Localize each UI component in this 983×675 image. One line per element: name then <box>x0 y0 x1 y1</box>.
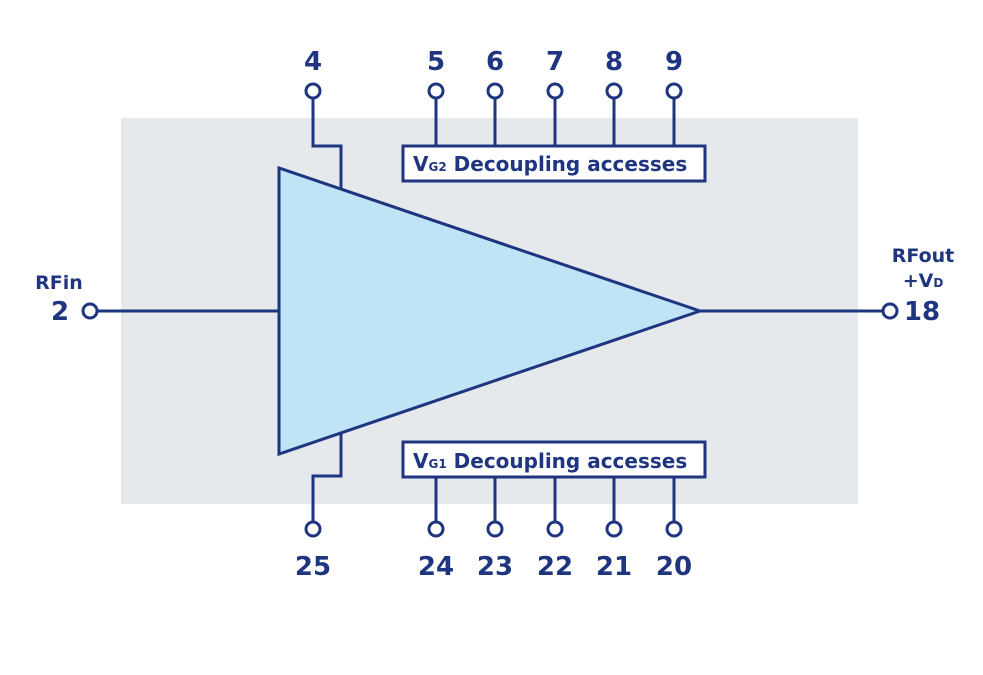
vg1-subscript: G1 <box>428 457 446 471</box>
pin-23-label: 23 <box>477 552 513 582</box>
vd-label: +VD <box>903 270 944 292</box>
vg2-subscript: G2 <box>428 160 446 174</box>
vg2-prefix: V <box>413 152 429 176</box>
pin-21-label: 21 <box>596 552 632 582</box>
pin-9-terminal <box>665 82 683 100</box>
pin-4-label: 4 <box>304 47 322 77</box>
pin-25-terminal <box>304 520 322 538</box>
pin-2-label: 2 <box>51 297 69 327</box>
pin-8-label: 8 <box>605 47 623 77</box>
pin-24-terminal <box>427 520 445 538</box>
vg1-box-label: VG1 Decoupling accesses <box>413 449 687 473</box>
vd-subscript: D <box>933 276 943 290</box>
rfout-label: RFout <box>892 245 955 267</box>
pin-4-trace <box>311 98 343 190</box>
pin-22-label: 22 <box>537 552 573 582</box>
pin-5-terminal <box>427 82 445 100</box>
amplifier-triangle <box>277 165 705 457</box>
vd-prefix: +V <box>903 270 934 292</box>
pin-6-label: 6 <box>486 47 504 77</box>
pin-21-terminal <box>605 520 623 538</box>
vg2-box-label: VG2 Decoupling accesses <box>413 152 687 176</box>
vg2-text: Decoupling accesses <box>447 152 688 176</box>
pin-18-terminal <box>881 302 899 320</box>
rfin-label: RFin <box>35 272 83 294</box>
pin-20-label: 20 <box>656 552 692 582</box>
pin-8-terminal <box>605 82 623 100</box>
pin-7-label: 7 <box>546 47 564 77</box>
vg1-decoupling-box <box>401 440 707 479</box>
pin-5-label: 5 <box>427 47 445 77</box>
pin-25-label: 25 <box>295 552 331 582</box>
vg1-prefix: V <box>413 449 429 473</box>
pin-25-trace <box>311 433 343 522</box>
pin-2-terminal <box>81 302 99 320</box>
pin-20-terminal <box>665 520 683 538</box>
pin-18-label: 18 <box>904 297 940 327</box>
pin-23-terminal <box>486 520 504 538</box>
pin-24-label: 24 <box>418 552 454 582</box>
pin-7-terminal <box>546 82 564 100</box>
vg1-text: Decoupling accesses <box>447 449 688 473</box>
pin-22-terminal <box>546 520 564 538</box>
pin-4-terminal <box>304 82 322 100</box>
vg2-decoupling-box <box>401 144 707 183</box>
pin-9-label: 9 <box>665 47 683 77</box>
pin-6-terminal <box>486 82 504 100</box>
